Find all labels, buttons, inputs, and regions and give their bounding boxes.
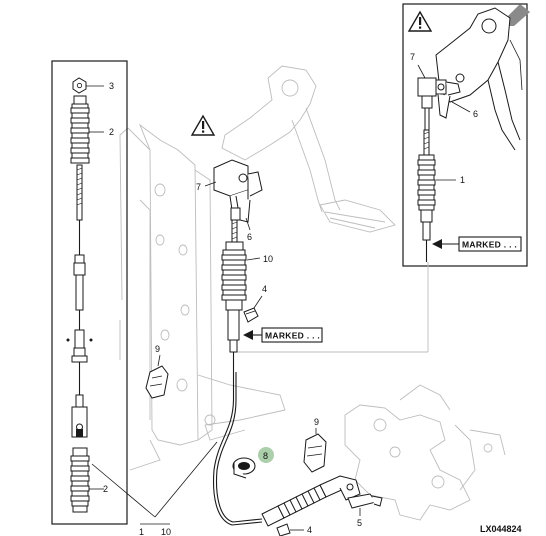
inset-panel: 7 6 1 MARKED . . . [402, 3, 530, 267]
frame-structure [119, 65, 506, 521]
main-callout-4-lower: 4 [307, 525, 312, 535]
callout-2-top: 2 [109, 127, 114, 137]
upper-boot [70, 95, 90, 164]
main-callout-4-upper: 4 [262, 284, 267, 294]
lower-right-boot [261, 475, 347, 527]
main-callout-10: 10 [263, 254, 273, 264]
main-callout-9-left: 9 [155, 344, 160, 354]
inset-callout-6: 6 [473, 109, 478, 119]
main-marked-label: MARKED . . . [265, 331, 320, 341]
lower-boot [70, 447, 90, 513]
callout-3: 3 [109, 81, 114, 91]
inset-marked-label: MARKED . . . [462, 240, 517, 250]
grommet-8 [232, 457, 256, 479]
inset-boot [417, 154, 436, 211]
cable-sleeve [74, 329, 85, 349]
callout-1-bottom: 1 [139, 527, 144, 536]
bottom-clevis [71, 406, 88, 438]
left-panel-frame [51, 60, 128, 525]
inset-marked-box [458, 236, 522, 252]
rubber-isolator-left [145, 365, 169, 399]
warning-triangle-icon [190, 114, 216, 136]
main-boot [221, 241, 247, 311]
main-marked-box [261, 327, 323, 343]
inset-clevis [417, 77, 461, 131]
callout-2-bottom: 2 [103, 484, 108, 494]
main-callout-8: 8 [263, 451, 268, 461]
cable-ferrule [74, 254, 85, 264]
top-nut [72, 77, 87, 94]
main-cable-sleeve [227, 309, 240, 341]
main-callout-6: 6 [247, 232, 252, 242]
main-callout-5: 5 [357, 518, 362, 528]
bottom-leaders: 1 10 [91, 441, 218, 536]
figure-reference: LX044824 [480, 524, 522, 534]
retaining-clip-upper [243, 307, 259, 323]
main-callout-9-right: 9 [314, 417, 319, 427]
retaining-clip-lower [276, 523, 291, 536]
callout-10-bottom: 10 [161, 527, 171, 536]
left-cable-panel: 3 2 2 [51, 60, 128, 525]
main-clevis [213, 159, 263, 223]
main-callout-7: 7 [196, 182, 201, 192]
main-cable-run [213, 372, 263, 526]
highlight-circle [258, 447, 274, 463]
lower-right-clevis [339, 475, 361, 501]
inset-callout-7: 7 [410, 52, 415, 62]
warning-triangle-icon [407, 10, 433, 32]
spring-clip-5 [347, 493, 383, 509]
rubber-isolator-right [303, 433, 327, 473]
inset-callout-1: 1 [460, 175, 465, 185]
